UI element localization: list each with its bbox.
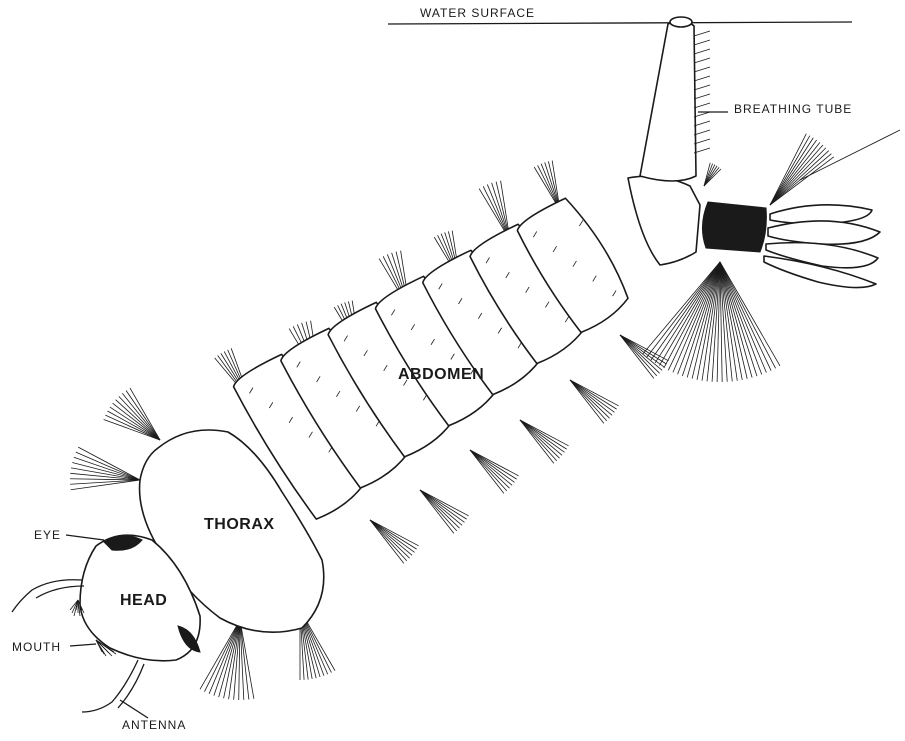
terminal-segment (628, 176, 700, 265)
ventral-bristle-tuft (570, 380, 619, 423)
label-water-surface: WATER SURFACE (420, 6, 535, 20)
pecten-tooth (694, 76, 710, 81)
pecten-tooth (694, 85, 710, 90)
pecten-tooth (694, 103, 710, 108)
siphon-pecten (694, 31, 710, 153)
thorax-bristle-tuft (70, 447, 140, 490)
label-breathing-tube: BREATHING TUBE (734, 102, 852, 116)
label-antenna: ANTENNA (122, 718, 186, 732)
siphon-tip (670, 17, 692, 27)
anal-saddle (702, 202, 766, 252)
thorax-bristle-tuft (200, 620, 254, 700)
abdomen-segments (229, 193, 637, 523)
ventral-bristle-tuft (420, 490, 469, 533)
breathing-tube (640, 20, 696, 181)
antenna-lower (82, 660, 138, 712)
antenna-upper-2 (36, 586, 84, 598)
pecten-tooth (694, 58, 710, 63)
pecten-tooth (694, 94, 710, 99)
label-head: HEAD (120, 592, 167, 610)
pecten-tooth (694, 121, 710, 126)
siphon-base-tuft (704, 163, 721, 186)
antenna-upper (12, 580, 82, 612)
pecten-tooth (694, 40, 710, 45)
pointer-antenna (120, 700, 148, 718)
pecten-tooth (694, 49, 710, 54)
pointer-mouth (70, 644, 96, 646)
pecten-tooth (694, 112, 710, 117)
ventral-bristle-tuft (620, 335, 669, 378)
pointer-eye (66, 535, 104, 540)
pecten-tooth (694, 31, 710, 36)
pecten-tooth (694, 130, 710, 135)
saddle-hair-tuft (770, 134, 834, 205)
ventral-bristle-tuft (520, 420, 569, 463)
water-surface-line (388, 22, 852, 24)
pecten-tooth (694, 67, 710, 72)
ventral-bristle-tuft (470, 450, 519, 493)
label-mouth: MOUTH (12, 640, 61, 654)
ventral-bristle-tuft (370, 520, 419, 563)
anal-gill-2 (768, 221, 880, 244)
label-eye: EYE (34, 528, 61, 542)
ventral-brush (643, 262, 780, 382)
pecten-tooth (694, 139, 710, 144)
thorax-bristle-tuft (104, 388, 160, 440)
label-abdomen: ABDOMEN (398, 366, 484, 384)
label-thorax: THORAX (204, 516, 275, 534)
pointer-water (800, 130, 900, 180)
